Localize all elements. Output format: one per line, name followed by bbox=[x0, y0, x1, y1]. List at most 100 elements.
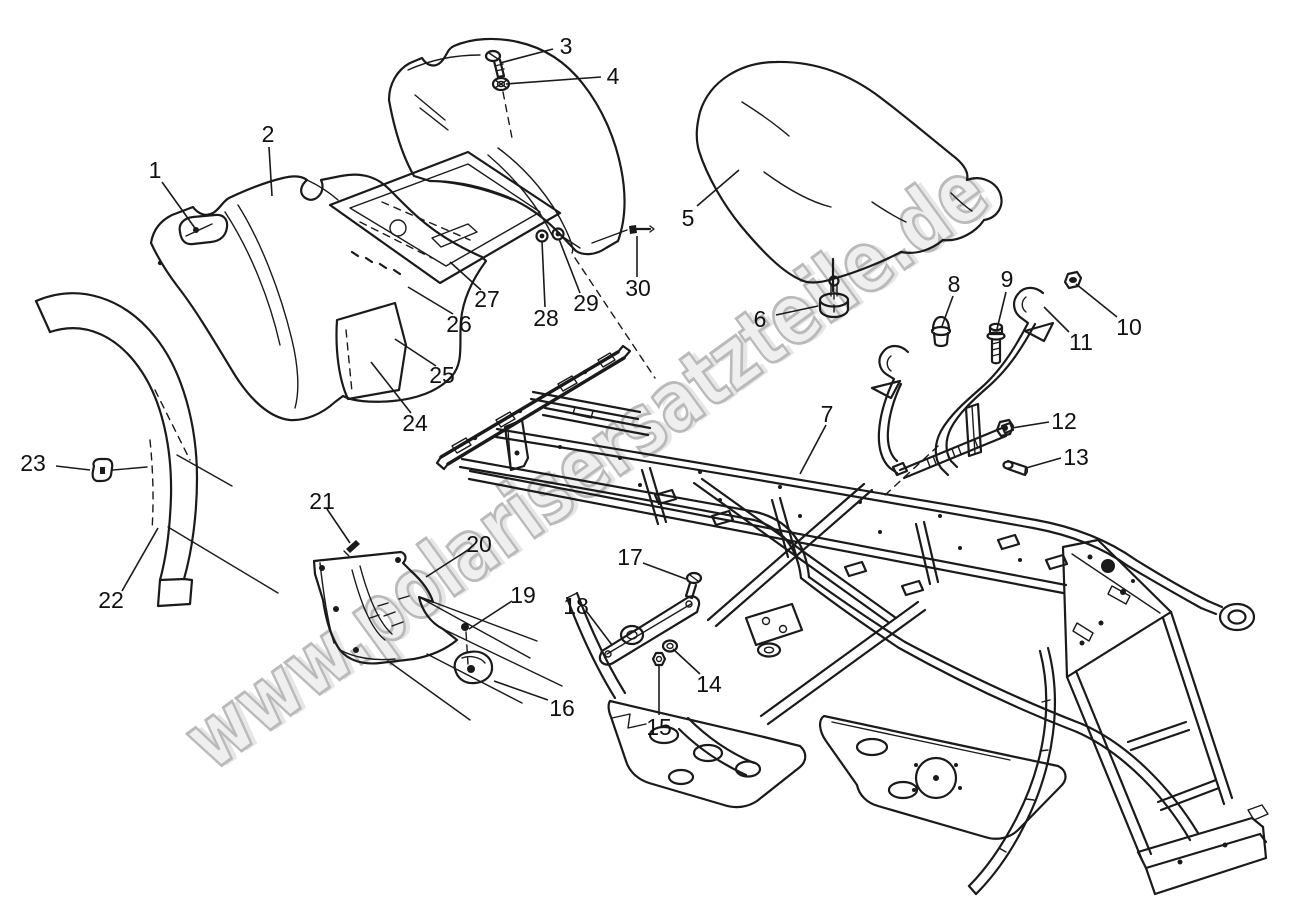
rear-tube-tick-1 bbox=[1041, 699, 1051, 703]
nut-12 bbox=[995, 418, 1015, 438]
seat-crease-1 bbox=[741, 101, 790, 137]
rack-bar-stud-2 bbox=[517, 408, 523, 414]
bumper-knob bbox=[828, 275, 840, 287]
gusset-plate-inner bbox=[1071, 553, 1161, 614]
fender-join-line bbox=[306, 179, 339, 201]
diag-brace-b bbox=[766, 608, 927, 726]
skirt-dash-edge bbox=[345, 329, 353, 393]
flare-outer-edge bbox=[34, 292, 199, 581]
seat bbox=[695, 60, 1003, 293]
lower-rail-a bbox=[807, 575, 907, 644]
skid-oval-1 bbox=[855, 737, 889, 757]
gusset-hole-4 bbox=[1079, 640, 1085, 646]
bracket-18-inner bbox=[606, 603, 692, 655]
far-rail-bend-top bbox=[1034, 518, 1138, 562]
callout-14: 14 bbox=[696, 671, 722, 697]
x-brace-2b bbox=[714, 488, 874, 628]
panel-hatch-2 bbox=[383, 611, 396, 617]
lower-rail-2b bbox=[897, 646, 1079, 734]
panel-rib-3 bbox=[442, 628, 563, 687]
bolt-9-head-side bbox=[988, 325, 1004, 336]
near-rail-bend-a bbox=[754, 510, 811, 579]
rail-rivet-11 bbox=[958, 546, 962, 550]
block-5 bbox=[996, 533, 1021, 551]
near-rail-top bbox=[460, 457, 758, 514]
coupler-1a bbox=[926, 458, 931, 468]
fender-hatch-2 bbox=[419, 107, 449, 131]
clip-to-flare-line bbox=[112, 466, 148, 471]
seat-outline bbox=[695, 60, 1003, 284]
callout-leader-9 bbox=[996, 291, 1007, 330]
rail-rivet-4 bbox=[778, 485, 782, 489]
tube-left-flag bbox=[870, 379, 902, 400]
callout-11: 11 bbox=[1069, 329, 1093, 355]
tube-right-hook-inner bbox=[1021, 296, 1027, 313]
rack-floor-dash-2 bbox=[381, 201, 471, 241]
bracket-18-bar bbox=[598, 595, 701, 666]
callout-3: 3 bbox=[560, 33, 573, 59]
clip-slot bbox=[100, 467, 105, 474]
callout-leader-8 bbox=[941, 295, 954, 327]
front-crossbar-detail bbox=[572, 406, 594, 419]
x-brace-1b bbox=[700, 477, 898, 620]
rail-rivet-10 bbox=[878, 530, 882, 534]
cross-tube-1a bbox=[640, 468, 660, 526]
flare-align-line-2 bbox=[167, 526, 279, 594]
callout-5: 5 bbox=[682, 205, 695, 231]
gusset-hole-5 bbox=[1131, 579, 1135, 583]
skid-big-hole bbox=[914, 756, 958, 800]
skid-dot-2 bbox=[954, 763, 958, 767]
rack-bar-pad-1 bbox=[451, 437, 472, 454]
callout-leader-20 bbox=[425, 549, 469, 578]
washer-4-spoke-2 bbox=[494, 79, 508, 89]
callout-29: 29 bbox=[573, 290, 599, 316]
screw-3-slot bbox=[488, 52, 499, 60]
callout-leader-27 bbox=[449, 261, 482, 291]
callout-leader-12 bbox=[1011, 421, 1050, 429]
strut-left-a bbox=[1065, 675, 1144, 862]
callout-16: 16 bbox=[549, 695, 575, 721]
callout-2: 2 bbox=[262, 121, 275, 147]
base-plate-face bbox=[1144, 825, 1268, 896]
block-1 bbox=[653, 488, 678, 506]
far-rail-bottom bbox=[494, 435, 1035, 530]
bumper-cup bbox=[818, 299, 850, 319]
strut-link-1b bbox=[1129, 728, 1191, 752]
seat-bracket-hole-2 bbox=[778, 624, 788, 634]
strut-link-2a bbox=[1156, 778, 1218, 804]
callout-17: 17 bbox=[617, 544, 643, 570]
callout-30: 30 bbox=[625, 275, 651, 301]
rack-floor-hole bbox=[389, 219, 407, 237]
callout-15: 15 bbox=[646, 714, 672, 740]
callout-26: 26 bbox=[446, 311, 472, 337]
rack-floor-dash-1 bbox=[359, 221, 433, 259]
bolt-9-shaft bbox=[990, 337, 1002, 365]
footrest-oval-4 bbox=[667, 768, 695, 786]
bolt-30-tip bbox=[649, 225, 655, 233]
rail-rivet-8 bbox=[718, 498, 722, 502]
callout-24: 24 bbox=[402, 410, 428, 436]
seat-crease-4 bbox=[950, 192, 973, 212]
callout-leader-13 bbox=[1025, 457, 1062, 469]
bracket-16-hole bbox=[467, 665, 475, 673]
panel-hole-3 bbox=[333, 606, 339, 612]
tunnel-arc-2 bbox=[677, 727, 748, 777]
seat-crease-2 bbox=[763, 171, 832, 208]
rack-bar-cap-right bbox=[616, 344, 632, 360]
screw-17-slot bbox=[689, 574, 699, 582]
panel-hatch-3 bbox=[391, 621, 404, 627]
panel-hole-2 bbox=[395, 557, 401, 563]
base-plate-mid bbox=[1144, 832, 1262, 870]
fender-rivet bbox=[157, 260, 163, 266]
bracket-18-roller bbox=[619, 624, 645, 646]
right-fender-outline bbox=[387, 37, 626, 256]
footrest-oval-1 bbox=[648, 725, 680, 745]
tube-left-hook-inner bbox=[886, 355, 892, 372]
frame bbox=[435, 344, 1269, 896]
flare-align-line-1 bbox=[176, 454, 233, 487]
strut-left-b bbox=[1074, 669, 1153, 856]
left-lower-rail-a bbox=[565, 596, 617, 700]
washer-14-inner bbox=[666, 642, 674, 650]
callout-leader-10 bbox=[1075, 283, 1118, 318]
nut-15-hole bbox=[655, 655, 663, 663]
